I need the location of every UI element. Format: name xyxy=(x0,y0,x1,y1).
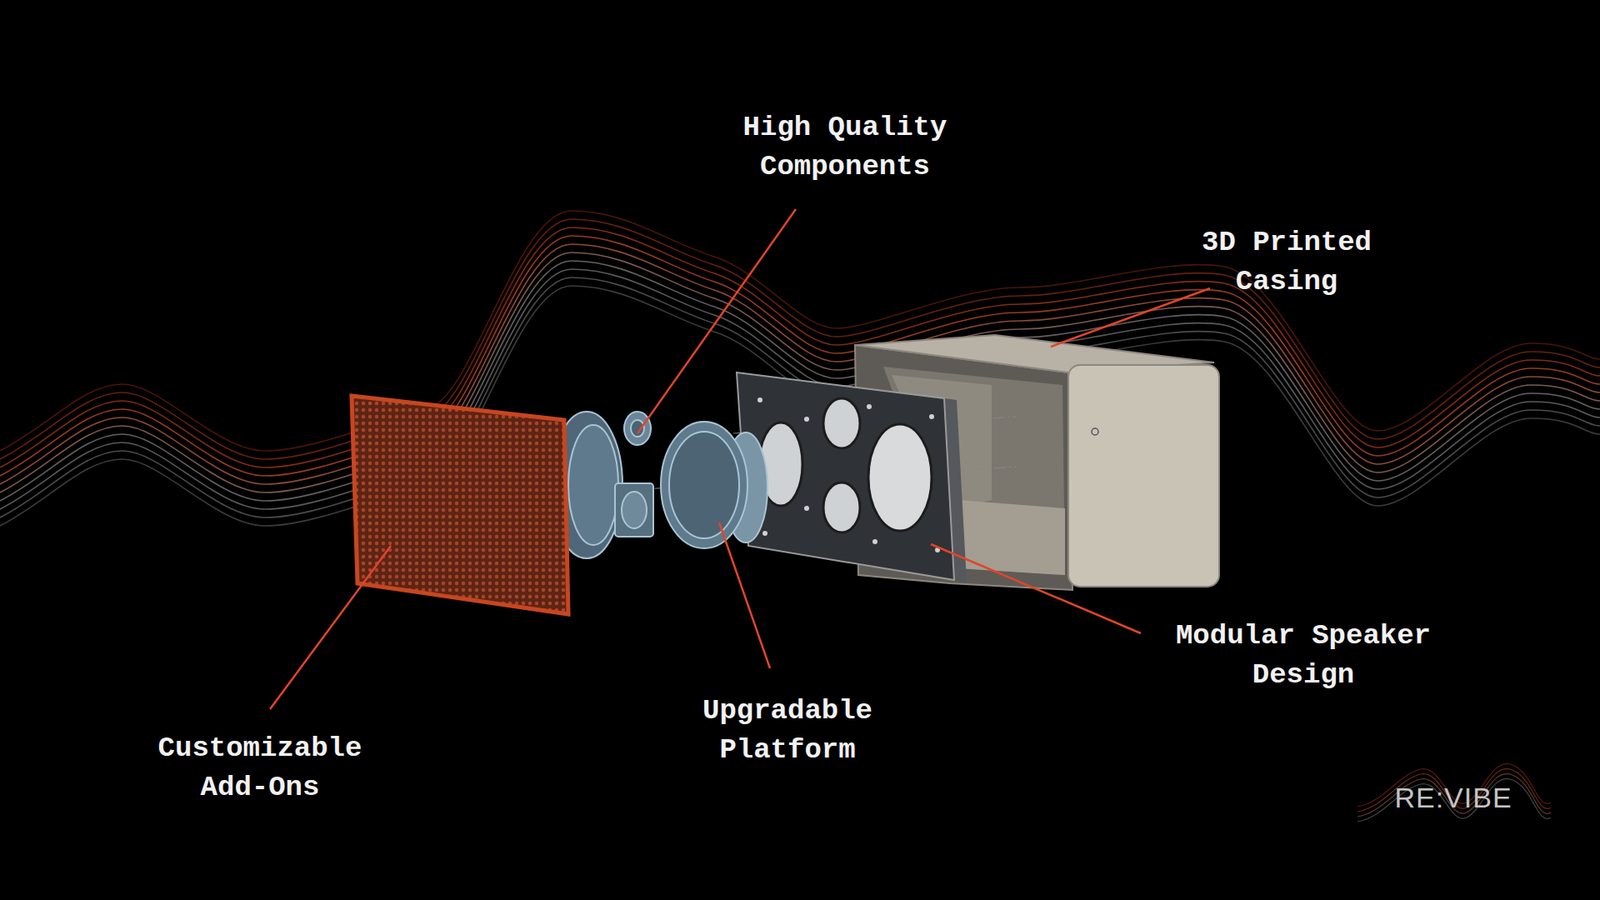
callout-label: High Quality Components xyxy=(737,108,952,187)
callout-label: 3D Printed Casing xyxy=(1193,223,1380,302)
watermark-waves xyxy=(1357,764,1551,822)
leader-lines xyxy=(270,209,1210,710)
background-waves xyxy=(0,210,1600,526)
grille xyxy=(351,395,569,615)
callout-label: Upgradable Platform xyxy=(694,691,881,770)
callout-label: Modular Speaker Design xyxy=(1167,616,1440,695)
speaker-drivers xyxy=(550,411,768,559)
callout-label: Customizable Add-Ons xyxy=(149,729,370,808)
baffle-plate xyxy=(736,372,967,582)
watermark: RE:VIBE xyxy=(1394,780,1512,815)
